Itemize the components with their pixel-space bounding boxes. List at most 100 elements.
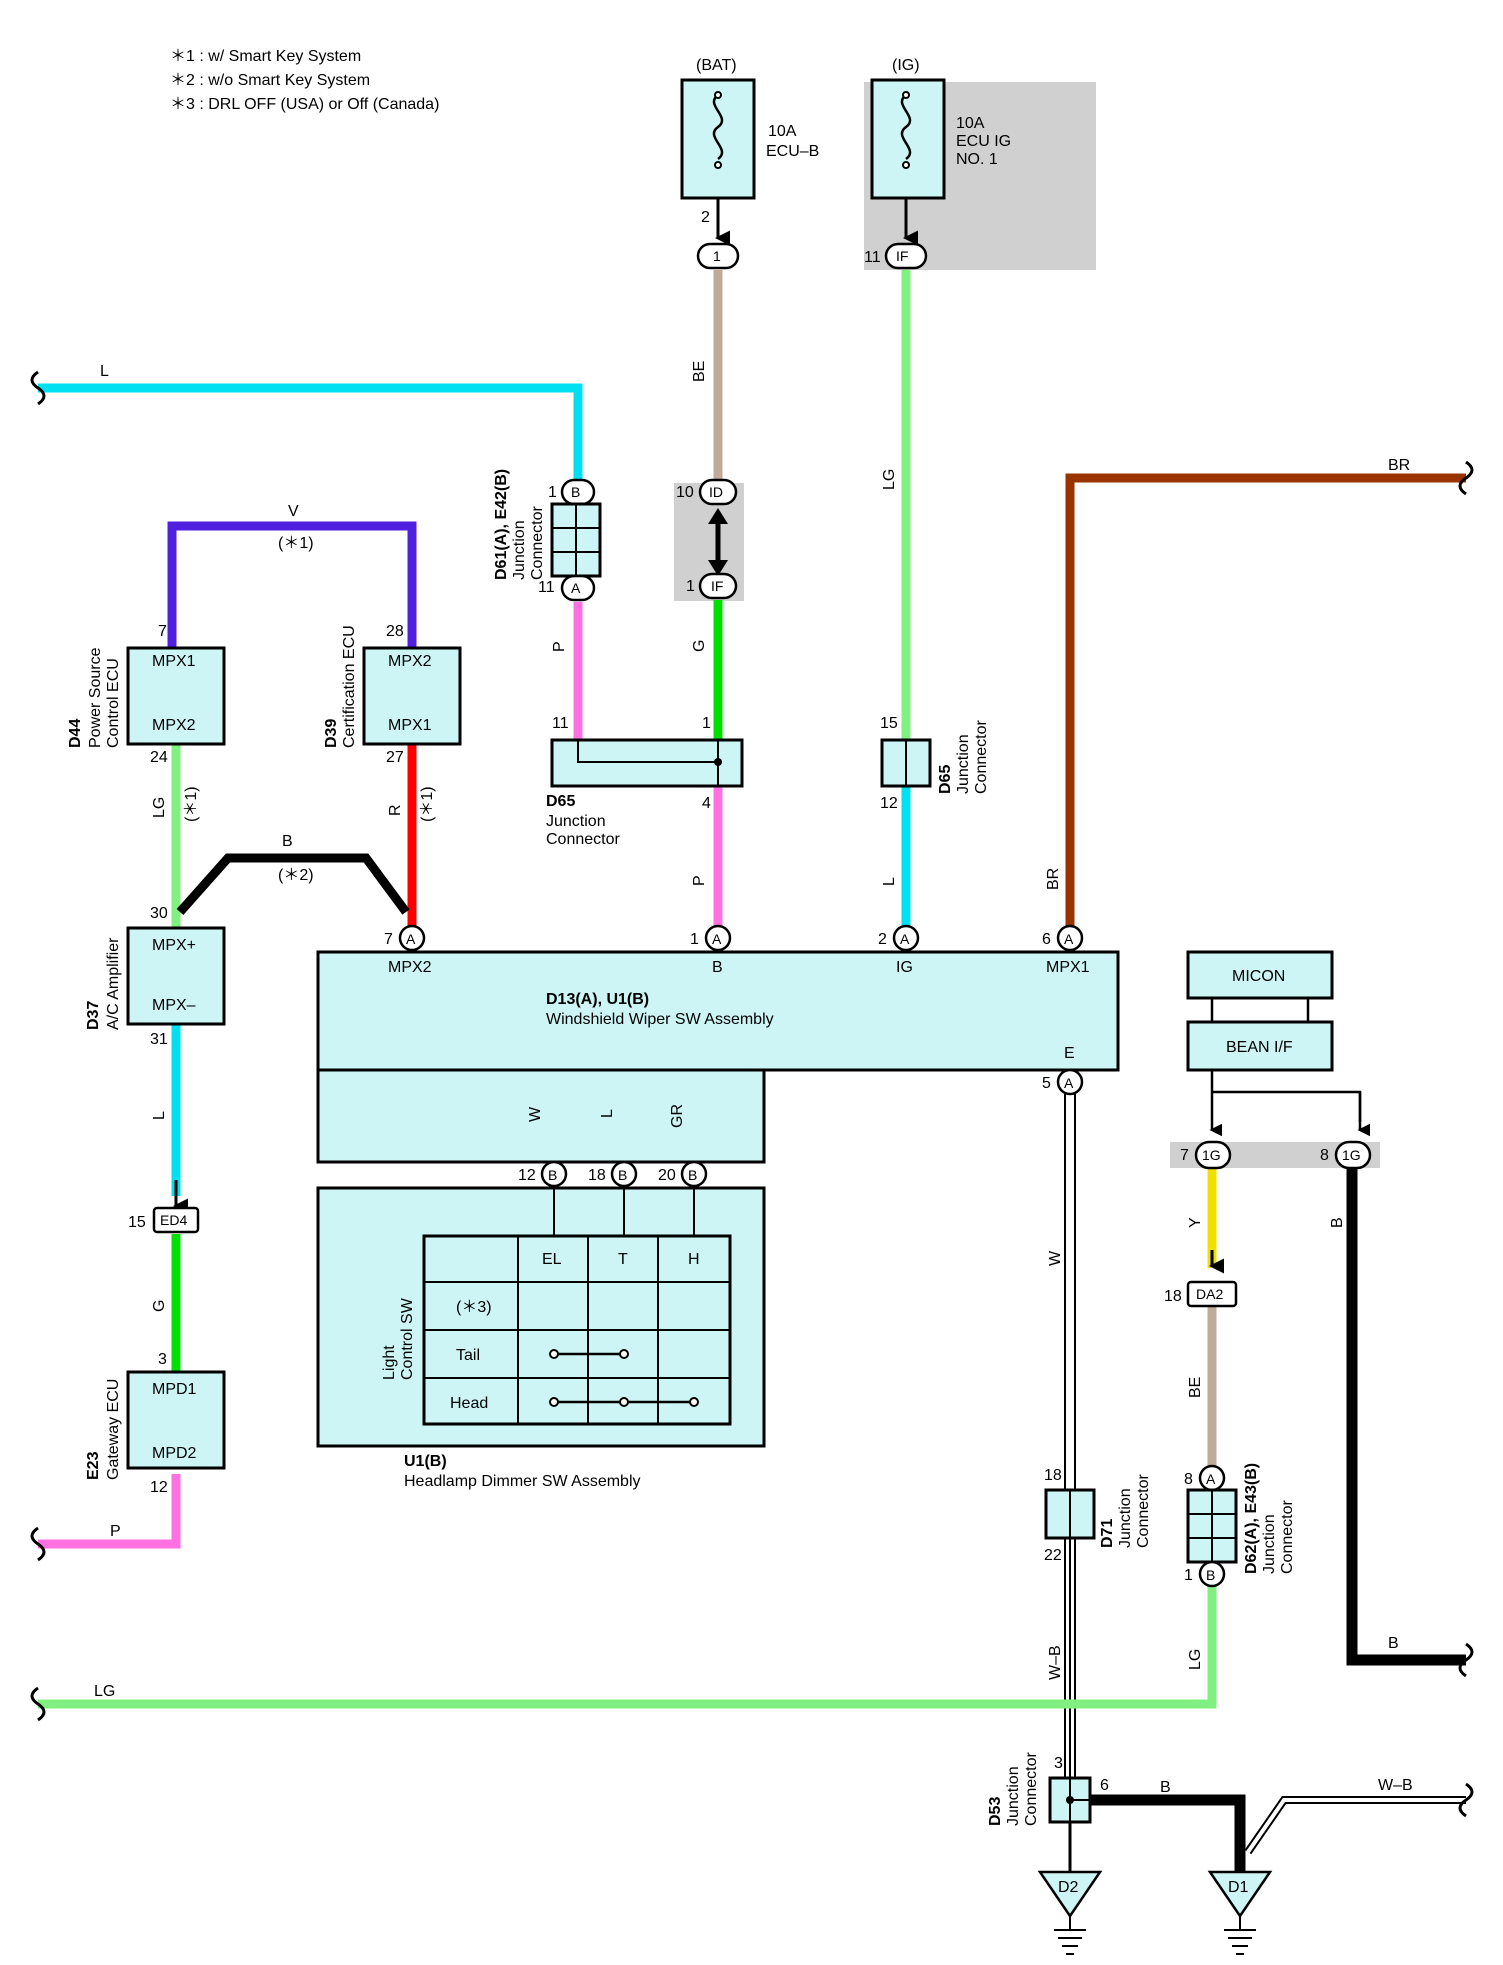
svg-text:11: 11: [552, 715, 569, 732]
wire-p-e23: [38, 1474, 181, 1549]
svg-text:MPX1: MPX1: [388, 717, 432, 734]
svg-text:Junction: Junction: [955, 734, 972, 794]
ground-d2: D2: [1037, 1870, 1103, 1955]
svg-text:BR: BR: [1045, 868, 1062, 890]
svg-text:A: A: [1064, 931, 1074, 947]
svg-text:LG: LG: [881, 469, 898, 490]
svg-text:MPX2: MPX2: [388, 959, 432, 976]
svg-text:T: T: [618, 1251, 628, 1268]
svg-text:12: 12: [150, 1479, 168, 1496]
wire-wb-right: [1244, 1796, 1466, 1855]
svg-text:G: G: [691, 640, 708, 652]
fuse-bat-pin: 2: [701, 209, 710, 226]
svg-text:E23: E23: [85, 1451, 102, 1480]
svg-text:B: B: [618, 1167, 627, 1183]
wire-lg-bottom: [38, 1582, 1217, 1709]
svg-text:MPD2: MPD2: [152, 1445, 197, 1462]
svg-text:15: 15: [880, 715, 898, 732]
connector-ed4: ED4 15: [128, 1180, 200, 1234]
wire-l-top: [38, 383, 583, 488]
svg-text:BE: BE: [691, 361, 708, 382]
svg-text:27: 27: [386, 749, 404, 766]
wiper-term-mpx1: A 6 MPX1: [1042, 924, 1090, 976]
connector-id-if: ID 10 IF 1: [676, 478, 738, 600]
fuse-ig-rating: 10A: [956, 115, 985, 132]
svg-text:D62(A), E43(B): D62(A), E43(B): [1243, 1463, 1260, 1574]
svg-text:Headlamp Dimmer SW Assembly: Headlamp Dimmer SW Assembly: [404, 1473, 641, 1490]
svg-text:MPX+: MPX+: [152, 937, 196, 954]
svg-text:G: G: [151, 1300, 168, 1312]
svg-text:ED4: ED4: [160, 1212, 187, 1228]
svg-text:18: 18: [1164, 1288, 1182, 1305]
ground-d1: D1: [1207, 1870, 1273, 1955]
svg-text:Control SW: Control SW: [399, 1297, 416, 1380]
svg-text:Connector: Connector: [529, 506, 546, 580]
svg-text:1G: 1G: [1202, 1147, 1221, 1163]
svg-text:B: B: [688, 1167, 697, 1183]
svg-text:D61(A), E42(B): D61(A), E42(B): [493, 469, 510, 580]
svg-text:11: 11: [538, 579, 555, 596]
svg-text:MPX1: MPX1: [152, 653, 196, 670]
svg-text:W: W: [527, 1106, 544, 1122]
svg-text:3: 3: [158, 1351, 167, 1368]
svg-text:DA2: DA2: [1196, 1286, 1223, 1302]
svg-text:1: 1: [690, 931, 699, 948]
svg-text:P: P: [551, 641, 568, 652]
svg-text:1: 1: [548, 484, 557, 501]
wiper-term-b: A 1 B: [690, 924, 732, 976]
svg-text:R: R: [387, 804, 404, 816]
svg-text:B: B: [282, 833, 293, 850]
svg-text:31: 31: [150, 1031, 168, 1048]
svg-text:IG: IG: [896, 959, 913, 976]
svg-text:(＊1): (＊1): [278, 535, 314, 552]
svg-text:A: A: [900, 931, 910, 947]
junction-d71: 18 22 D71 Junction Connector: [1044, 1467, 1152, 1564]
svg-text:MPX–: MPX–: [152, 997, 196, 1014]
dimmer-sw-assembly: EL T H (＊3) Tail Head Light Control SW U…: [316, 1186, 766, 1490]
bat-label: (BAT): [696, 57, 737, 74]
svg-text:BEAN I/F: BEAN I/F: [1226, 1039, 1293, 1056]
svg-text:1G: 1G: [1342, 1147, 1361, 1163]
fuse-bat-conn: 1: [713, 248, 721, 264]
svg-text:Junction: Junction: [1005, 1766, 1022, 1826]
svg-text:6: 6: [1042, 931, 1051, 948]
wire-v: [167, 521, 417, 648]
svg-text:B: B: [1160, 1779, 1171, 1796]
svg-text:B: B: [1206, 1567, 1215, 1583]
svg-text:V: V: [288, 503, 299, 520]
svg-text:7: 7: [1180, 1147, 1189, 1164]
svg-text:2: 2: [878, 931, 887, 948]
svg-text:12: 12: [518, 1167, 536, 1184]
svg-text:8: 8: [1320, 1147, 1329, 1164]
svg-text:Light: Light: [381, 1345, 398, 1380]
svg-text:1: 1: [702, 715, 711, 732]
svg-text:Power Source: Power Source: [87, 647, 104, 748]
svg-text:Connector: Connector: [973, 720, 990, 794]
svg-text:D71: D71: [1099, 1519, 1116, 1548]
svg-text:L: L: [151, 1111, 168, 1120]
connector-1g: 1G 7 1G 8: [1180, 1140, 1372, 1170]
wiper-id: D13(A), U1(B): [546, 991, 649, 1008]
svg-text:24: 24: [150, 749, 168, 766]
svg-text:Connector: Connector: [1135, 1474, 1152, 1548]
fuse-ig-conn: IF: [896, 248, 908, 264]
svg-text:A: A: [1206, 1471, 1216, 1487]
svg-text:Control ECU: Control ECU: [105, 658, 122, 748]
svg-text:A: A: [571, 580, 581, 596]
svg-text:12: 12: [880, 795, 898, 812]
bean-branch: [1212, 1090, 1362, 1122]
svg-text:Junction: Junction: [511, 520, 528, 580]
micon-block: MICON BEAN I/F: [1186, 950, 1334, 1072]
wiper-term-ig: A 2 IG: [878, 924, 920, 976]
svg-text:D65: D65: [937, 765, 954, 794]
svg-text:Head: Head: [450, 1395, 488, 1412]
ecu-e23: MPD1 MPD2 3 12 E23 Gateway ECU: [85, 1351, 226, 1496]
svg-text:D37: D37: [85, 1001, 102, 1030]
svg-text:L: L: [100, 363, 109, 380]
wiper-name: Windshield Wiper SW Assembly: [546, 1011, 774, 1028]
svg-text:D44: D44: [67, 719, 84, 748]
svg-text:(＊1): (＊1): [419, 786, 436, 822]
svg-text:10: 10: [676, 484, 694, 501]
svg-text:MPX2: MPX2: [152, 717, 196, 734]
